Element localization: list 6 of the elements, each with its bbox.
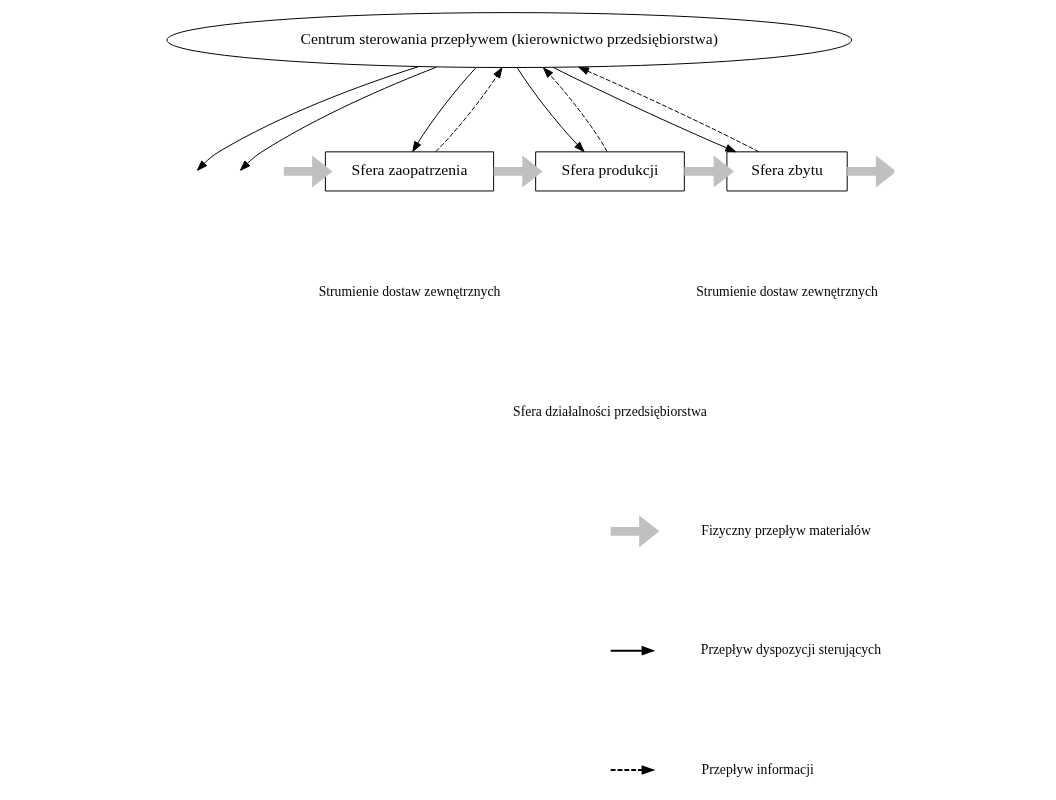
legend-label: Przepływ dyspozycji sterujących — [700, 642, 881, 658]
legend-label: Fizyczny przepływ materiałów — [700, 522, 871, 538]
label: Strumienie dostaw zewnętrznych — [695, 284, 878, 300]
label: Sfera działalności przedsiębiorstwa — [512, 403, 707, 419]
legend-label: Przepływ informacji — [701, 761, 814, 777]
label: Strumienie dostaw zewnętrznych — [318, 284, 500, 300]
